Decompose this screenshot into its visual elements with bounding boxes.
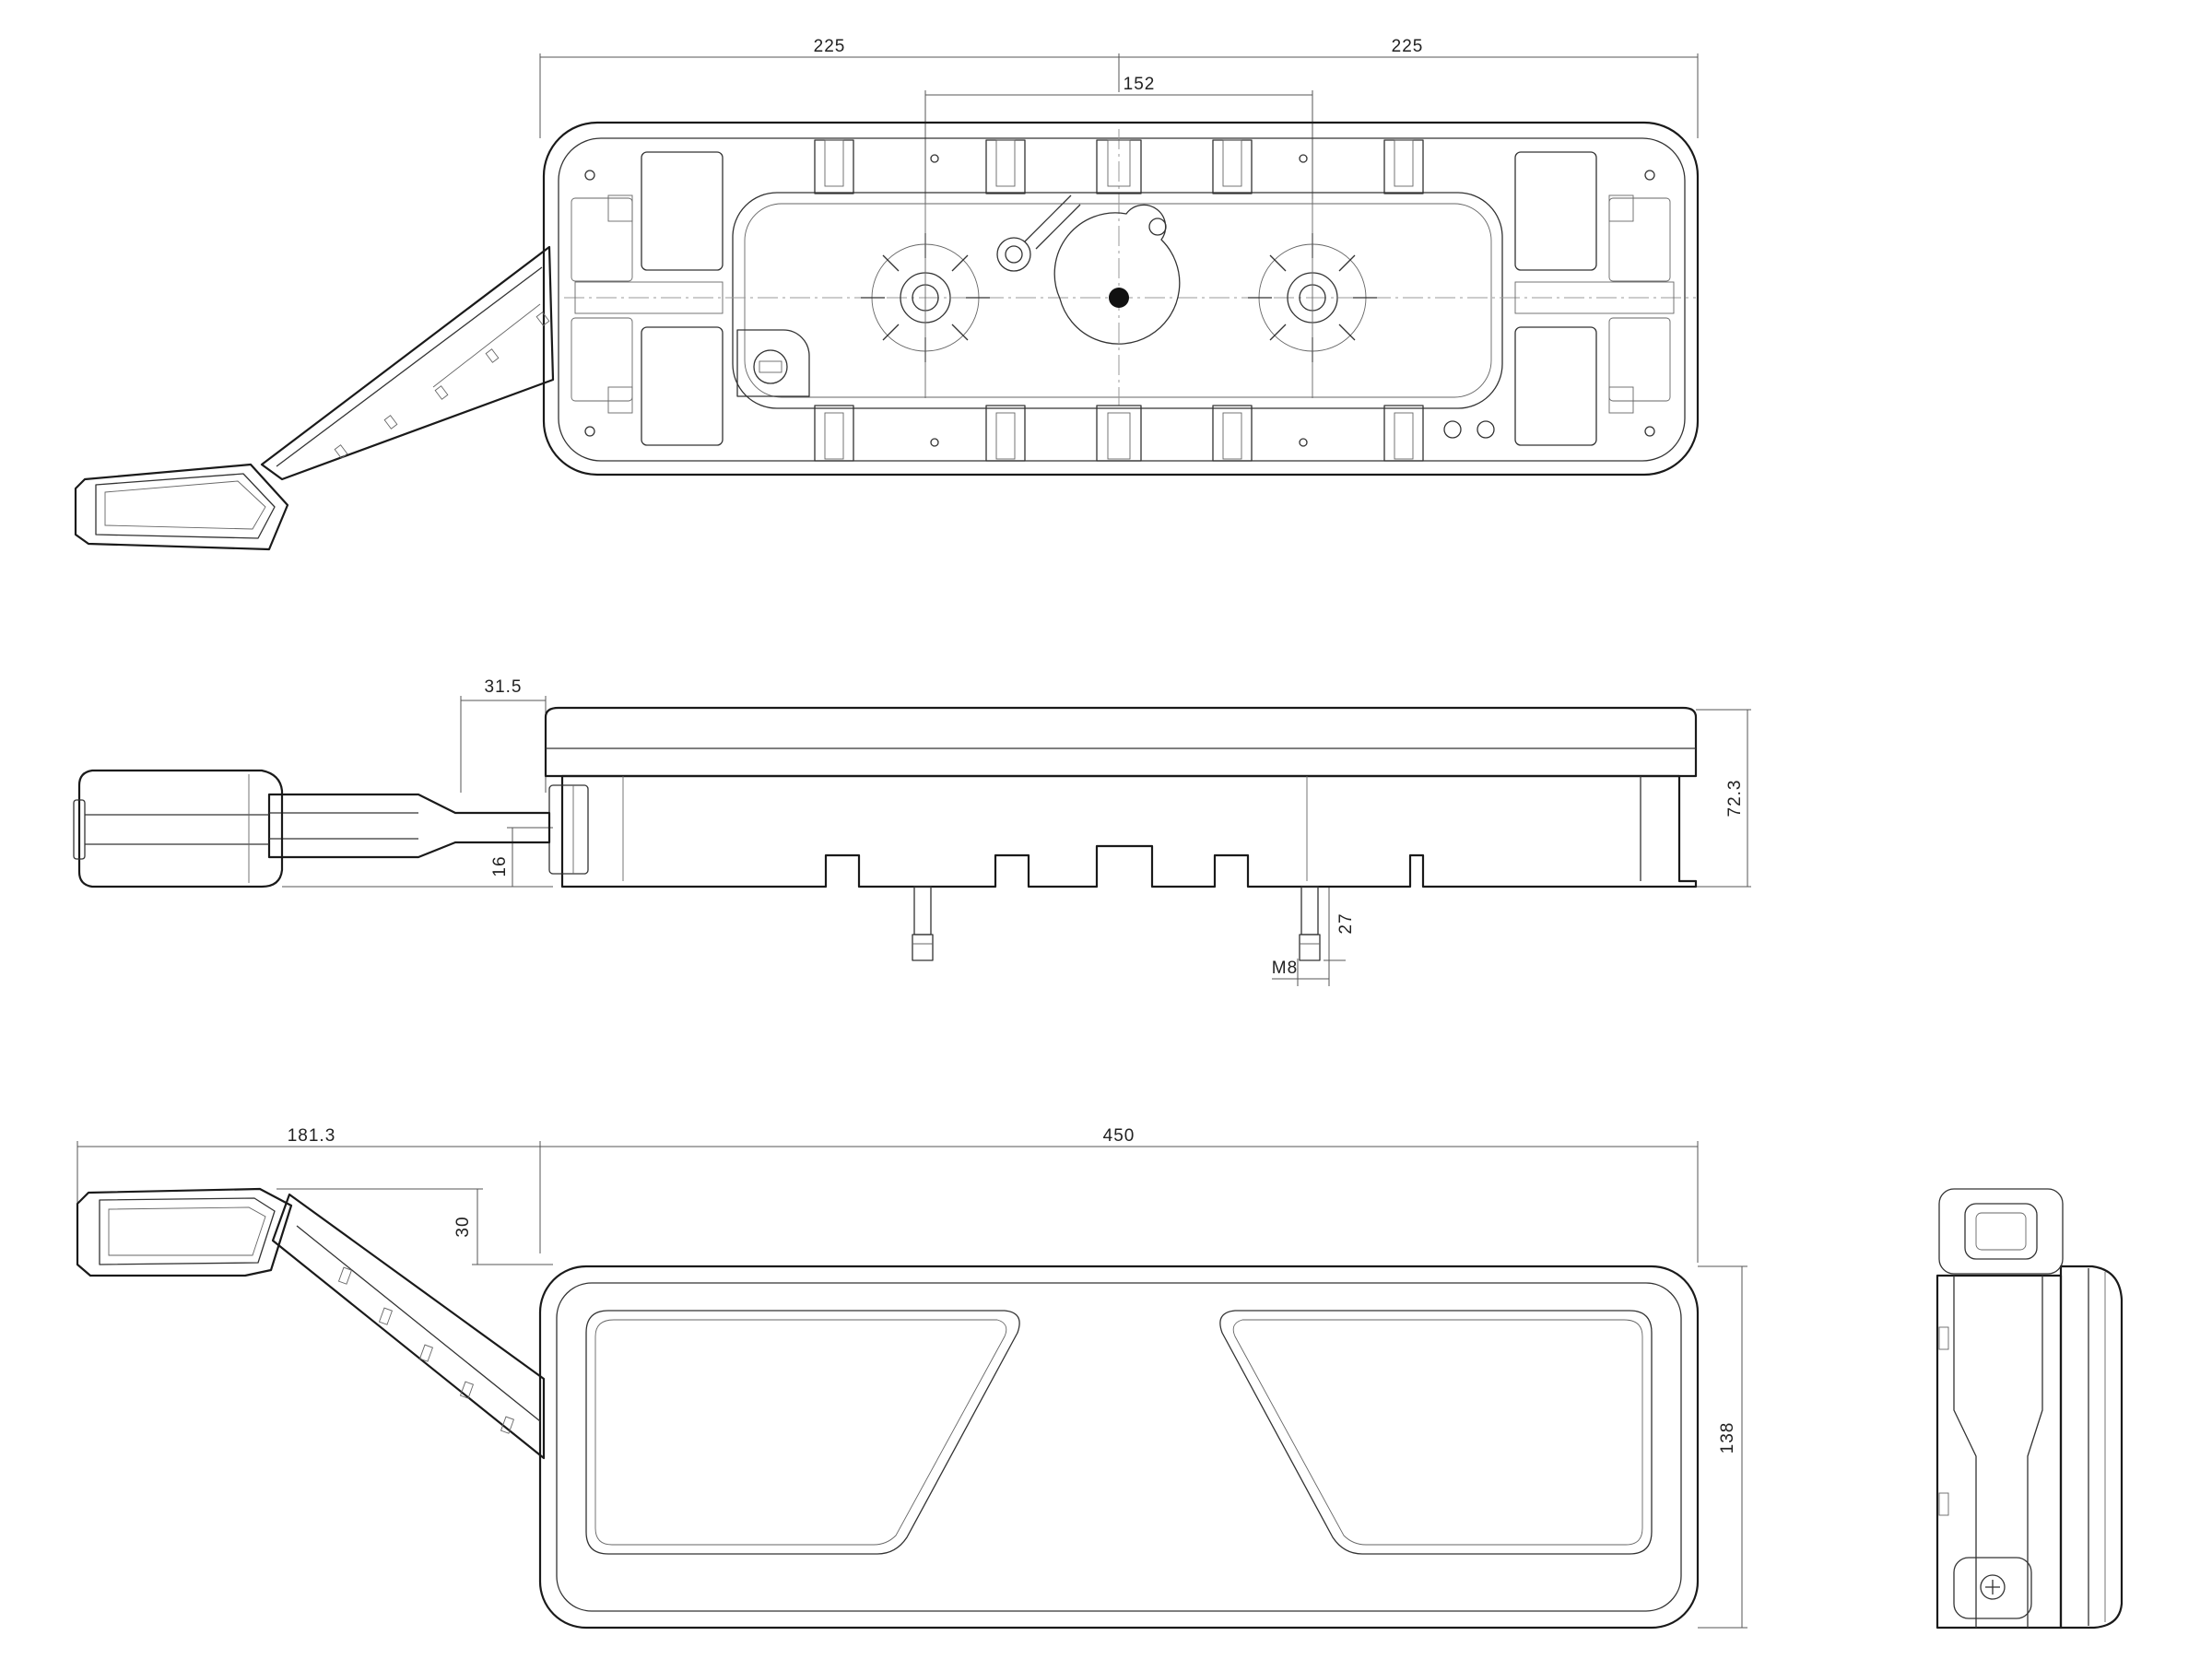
dimension-label-450: 450 bbox=[1103, 1126, 1135, 1146]
side-marker-arm-front bbox=[271, 1193, 546, 1460]
dimension-label-225-right: 225 bbox=[1392, 37, 1424, 56]
end-view bbox=[1936, 1188, 2124, 1630]
side-marker-arm-top bbox=[260, 245, 555, 481]
cable-outlet bbox=[1053, 204, 1181, 345]
side-marker-lamp-side bbox=[73, 769, 284, 888]
ribs-top bbox=[814, 139, 1424, 194]
dimension-label-30: 30 bbox=[453, 1216, 473, 1237]
dimension-body-height: 138 bbox=[1698, 1265, 1747, 1629]
housing-side bbox=[560, 774, 1698, 888]
dimension-arm-height: 16 bbox=[490, 827, 553, 888]
housing-outline-top bbox=[542, 121, 1700, 477]
lens-left-segment bbox=[585, 1310, 1020, 1555]
side-view: 31.5 72.3 16 27 M8 bbox=[73, 677, 1751, 986]
end-screw-plate bbox=[1953, 1557, 2032, 1619]
dimension-label-72-3: 72.3 bbox=[1725, 780, 1745, 818]
dimension-stud-length: 27 bbox=[1324, 887, 1356, 961]
dimension-label-27: 27 bbox=[1336, 912, 1356, 934]
side-marker-arm-side bbox=[267, 793, 551, 859]
center-cavity bbox=[732, 192, 1503, 409]
dimension-label-152: 152 bbox=[1124, 75, 1156, 94]
mounting-stud-right bbox=[1299, 886, 1321, 961]
dimension-label-16: 16 bbox=[490, 855, 510, 877]
lens-cap-side bbox=[544, 706, 1698, 778]
ribs-bottom bbox=[814, 405, 1424, 462]
cable-connector bbox=[996, 194, 1081, 272]
dimension-total-length: 450 bbox=[540, 1126, 1699, 1263]
screw-marks bbox=[584, 154, 1655, 447]
dimension-arm-reach: 181.3 bbox=[76, 1126, 541, 1253]
front-view: 181.3 450 30 138 bbox=[76, 1126, 1747, 1630]
arm-base-block bbox=[548, 784, 589, 875]
lens-right-segment bbox=[1219, 1310, 1653, 1555]
lens-frame-front bbox=[556, 1282, 1682, 1612]
end-housing bbox=[2059, 1265, 2124, 1630]
dimension-label-m8: M8 bbox=[1272, 959, 1298, 978]
dimension-bolt-spacing: 152 bbox=[924, 75, 1313, 203]
end-arm bbox=[1936, 1274, 2063, 1630]
corner-pockets bbox=[571, 151, 1675, 446]
side-marker-lamp-front bbox=[76, 1187, 293, 1277]
mounting-boss-left bbox=[861, 199, 990, 398]
dimension-label-225-left: 225 bbox=[814, 37, 846, 56]
pressure-valve bbox=[736, 329, 810, 397]
mounting-stud-left bbox=[912, 886, 934, 961]
top-view: 225 225 152 bbox=[74, 37, 1700, 551]
dimension-label-138: 138 bbox=[1718, 1422, 1737, 1454]
side-marker-lamp-top bbox=[74, 463, 289, 551]
dimension-thread: M8 bbox=[1272, 959, 1330, 986]
dimension-top-width: 225 225 bbox=[539, 37, 1699, 138]
dimension-arm-offset: 31.5 bbox=[460, 677, 547, 793]
end-screw bbox=[1980, 1574, 2006, 1600]
end-marker-lamp bbox=[1938, 1188, 2064, 1275]
housing-front bbox=[538, 1265, 1700, 1630]
dimension-label-181-3: 181.3 bbox=[288, 1126, 336, 1146]
dimension-body-depth: 72.3 bbox=[1696, 709, 1751, 888]
dimension-arm-rise: 30 bbox=[276, 1188, 553, 1265]
mounting-boss-right bbox=[1248, 199, 1377, 398]
dimension-label-31-5: 31.5 bbox=[485, 677, 523, 697]
